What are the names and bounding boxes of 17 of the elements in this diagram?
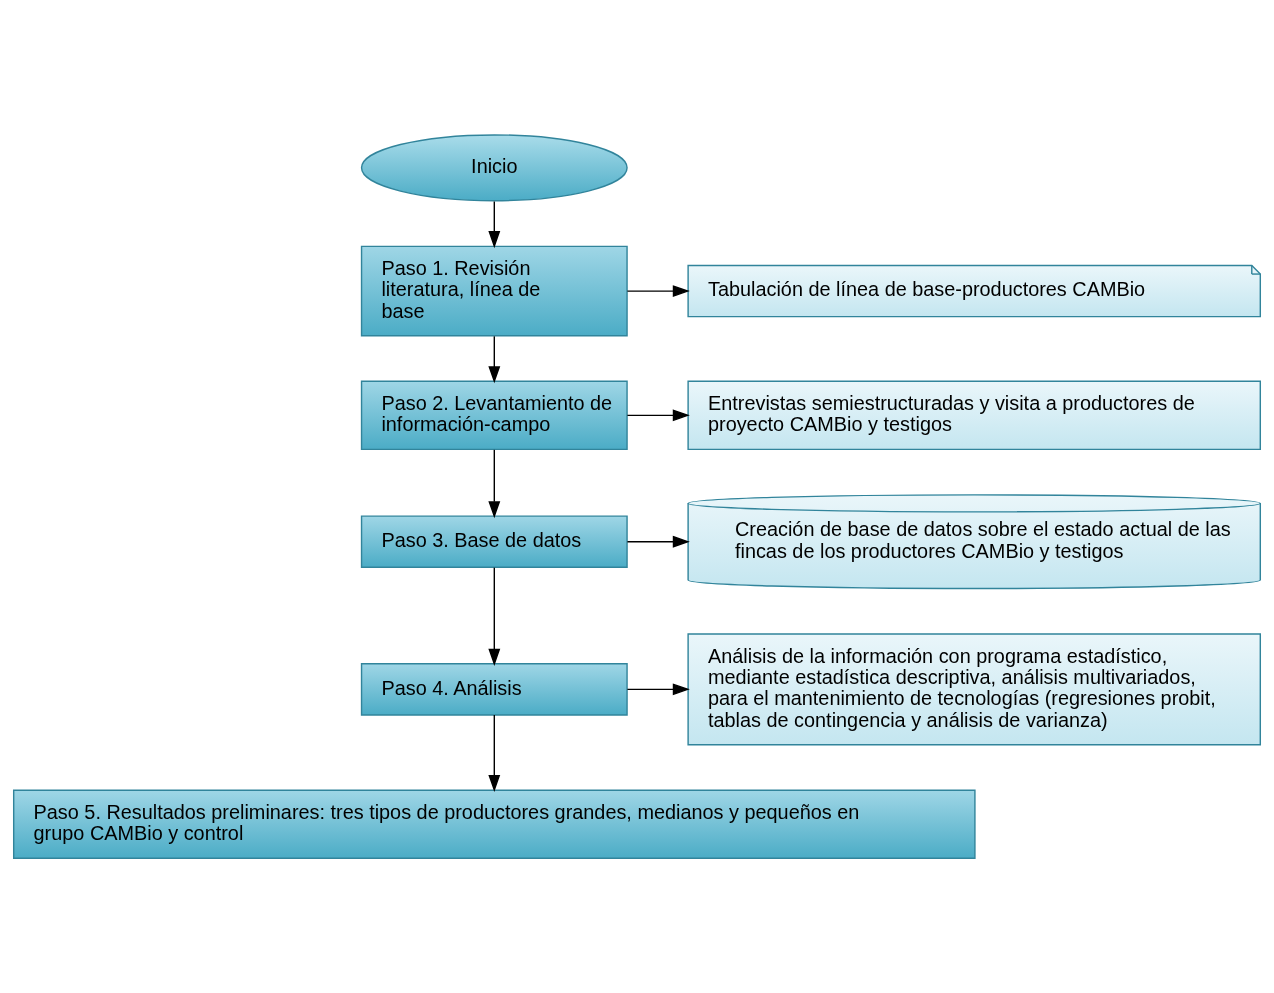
- arrow: [488, 449, 501, 519]
- node-box: Paso 4. Análisis: [360, 663, 628, 716]
- arrow: [488, 200, 501, 249]
- arrow: [626, 683, 690, 696]
- node-box: Paso 3. Base de datos: [360, 515, 628, 568]
- arrow: [488, 714, 501, 792]
- node-box: Entrevistas semiestructuradas y visita a productores de proyecto CAMBio y testigos: [687, 380, 1261, 451]
- node-box: Paso 2. Levantamiento de información-campo: [360, 380, 628, 451]
- arrow: [488, 566, 501, 666]
- node-box: Paso 1. Revisión literatura, línea de base: [360, 245, 628, 337]
- node-box: Paso 5. Resultados preliminares: tres tipos de productores grandes, medianos y pequeños en grupo CAMBio y control: [13, 789, 976, 860]
- arrow: [626, 409, 690, 422]
- node-box: Análisis de la información con programa estadístico, mediante estadística descriptiva, análisis multivariados, para el mantenimiento de tecnologías (regresiones probit, tablas de contingencia y análisis de varianza): [687, 633, 1261, 746]
- arrow: [626, 535, 690, 548]
- node-ellipse: Inicio: [360, 134, 628, 202]
- arrow: [626, 285, 690, 298]
- arrow: [488, 335, 501, 384]
